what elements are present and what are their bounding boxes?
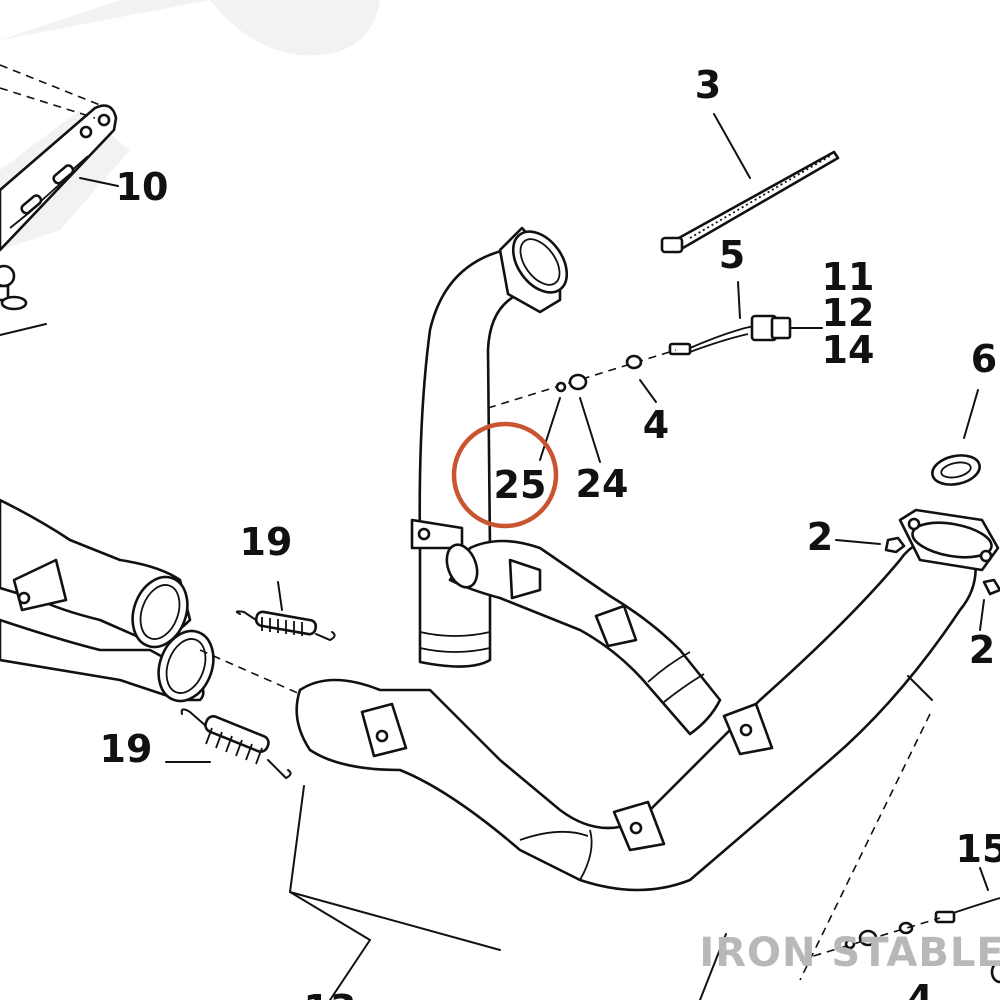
part-4-24-25-hardware: [487, 349, 677, 463]
callout-19-upper: 19: [240, 520, 293, 564]
part-13-leaders: [288, 675, 933, 1000]
callout-25: 25: [494, 463, 547, 507]
part-15-sensor: [799, 867, 1000, 984]
part-6-gasket: [931, 389, 981, 486]
callout-3: 3: [695, 63, 721, 107]
callout-2-right: 2: [969, 628, 995, 672]
callout-4-upper: 4: [643, 403, 669, 447]
part-10-bracket: [0, 64, 119, 336]
part-2-nuts: [835, 536, 1000, 631]
spring-lower: [165, 708, 292, 780]
callout-11: 11: [822, 255, 875, 299]
spring-upper: [235, 581, 336, 642]
callout-10: 10: [116, 165, 169, 209]
callout-6: 6: [971, 337, 997, 381]
watermark: IRON STABLE: [699, 930, 1000, 976]
background-shading: [0, 0, 380, 250]
callout-2-upper: 2: [807, 515, 833, 559]
part-19-springs: [165, 581, 336, 780]
callout-13: 13: [304, 987, 357, 1000]
callout-12: 12: [822, 291, 875, 335]
callout-24: 24: [576, 462, 629, 506]
callout-15: 15: [956, 827, 1000, 871]
part-5-o2-sensor: [668, 281, 823, 356]
callout-14: 14: [822, 328, 875, 372]
callout-4-lower: 4: [907, 977, 933, 1000]
highlight-circle: [451, 421, 559, 529]
rear-header-pipe: [445, 539, 722, 736]
left-slip-joints: [0, 498, 301, 703]
part-3-cable-tie: [660, 113, 840, 254]
callout-labels: 3 10 5 11 12 14 6 4 25 24 19 2 2 19 15 4…: [100, 63, 1000, 1000]
callout-5: 5: [719, 233, 745, 277]
part-13-exhaust-body: [295, 508, 1000, 892]
callout-19-lower: 19: [100, 727, 153, 771]
